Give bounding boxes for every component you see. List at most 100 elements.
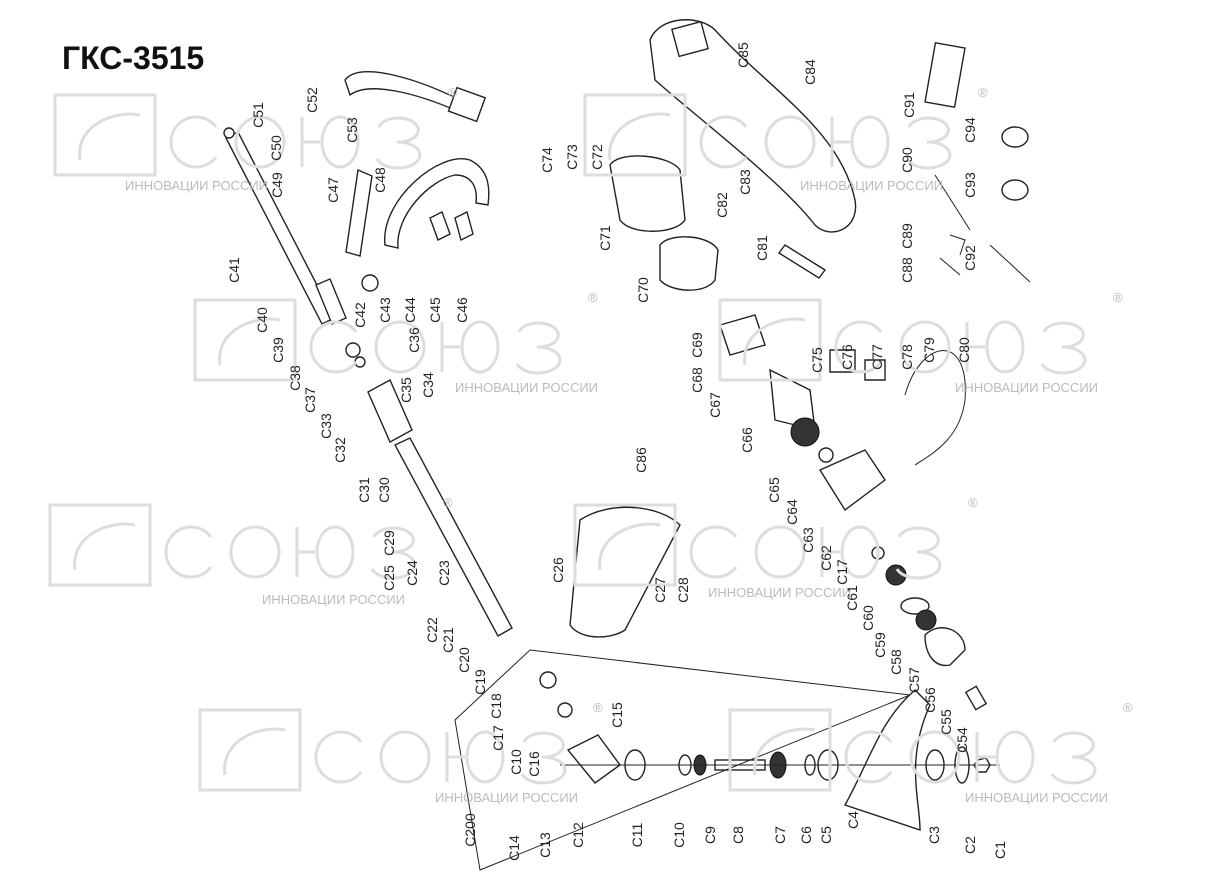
part-label-c48: C48 (372, 167, 388, 193)
part-label-c36: C36 (406, 327, 422, 353)
part-label-c30: C30 (376, 477, 392, 503)
part-label-c2: C2 (962, 836, 978, 854)
part-label-c62: C62 (818, 545, 834, 571)
part-label-c59: C59 (872, 632, 888, 658)
part-label-c46: C46 (454, 297, 470, 323)
part-label-c27: C27 (652, 577, 668, 603)
part-label-c54: C54 (954, 727, 970, 753)
part-label-c31: C31 (356, 477, 372, 503)
part-label-c17: C17 (834, 559, 850, 585)
part-label-c9: C9 (702, 826, 718, 844)
part-label-c61: C61 (844, 585, 860, 611)
part-label-c45: C45 (427, 297, 443, 323)
part-label-c53: C53 (344, 117, 360, 143)
part-label-c51: C51 (250, 102, 266, 128)
part-label-c28: C28 (675, 577, 691, 603)
part-label-c69: C69 (689, 332, 705, 358)
part-label-c67: C67 (707, 392, 723, 418)
part-label-c13: C13 (537, 832, 553, 858)
part-label-c52: C52 (304, 87, 320, 113)
part-label-c32: C32 (332, 437, 348, 463)
part-label-c29: C29 (381, 530, 397, 556)
part-label-c200: C200 (462, 813, 478, 847)
part-label-c58: C58 (888, 649, 904, 675)
part-label-c42: C42 (352, 302, 368, 328)
part-label-c10: C10 (508, 749, 524, 775)
belt (344, 71, 487, 123)
part-label-c37: C37 (302, 387, 318, 413)
part-label-c33: C33 (318, 413, 334, 439)
part-label-c78: C78 (899, 344, 915, 370)
part-label-c91: C91 (901, 92, 917, 118)
part-label-c73: C73 (564, 144, 580, 170)
part-label-c18: C18 (488, 693, 504, 719)
part-label-c44: C44 (402, 297, 418, 323)
part-label-c25: C25 (381, 565, 397, 591)
part-label-c10: C10 (671, 822, 687, 848)
part-label-c68: C68 (689, 367, 705, 393)
part-label-c5: C5 (818, 826, 834, 844)
part-label-c84: C84 (802, 59, 818, 85)
tool-kit (924, 42, 1031, 283)
part-label-c43: C43 (377, 297, 393, 323)
upper-shaft (223, 127, 347, 325)
part-label-c17: C17 (490, 725, 506, 751)
part-label-c83: C83 (737, 169, 753, 195)
part-label-c41: C41 (226, 257, 242, 283)
part-label-c49: C49 (269, 172, 285, 198)
part-label-c40: C40 (254, 307, 270, 333)
part-label-c86: C86 (633, 447, 649, 473)
part-label-c60: C60 (860, 605, 876, 631)
part-label-c57: C57 (906, 667, 922, 693)
part-label-c76: C76 (839, 344, 855, 370)
part-label-c12: C12 (570, 822, 586, 848)
part-label-c7: C7 (772, 826, 788, 844)
part-label-c80: C80 (956, 337, 972, 363)
part-label-c71: C71 (597, 225, 613, 251)
part-label-c35: C35 (398, 377, 414, 403)
part-label-c70: C70 (635, 277, 651, 303)
part-label-c4: C4 (845, 811, 861, 829)
part-label-c23: C23 (436, 560, 452, 586)
part-label-c47: C47 (325, 177, 341, 203)
part-label-c82: C82 (714, 192, 730, 218)
part-label-c6: C6 (798, 826, 814, 844)
part-labels: C1C2C3C4C5C6C7C8C9C10C11C12C13C14C15C16C… (226, 42, 1008, 861)
part-label-c93: C93 (962, 172, 978, 198)
part-label-c24: C24 (404, 560, 420, 586)
part-label-c22: C22 (424, 617, 440, 643)
part-label-c3: C3 (926, 826, 942, 844)
part-label-c39: C39 (270, 337, 286, 363)
part-label-c94: C94 (962, 117, 978, 143)
part-label-c11: C11 (629, 822, 645, 847)
part-label-c66: C66 (739, 427, 755, 453)
part-label-c79: C79 (921, 337, 937, 363)
part-label-c16: C16 (526, 751, 542, 777)
part-label-c90: C90 (899, 147, 915, 173)
part-label-c50: C50 (268, 135, 284, 161)
part-label-c75: C75 (809, 347, 825, 373)
handle (345, 158, 490, 292)
part-label-c38: C38 (287, 365, 303, 391)
part-label-c55: C55 (938, 709, 954, 735)
part-label-c92: C92 (962, 245, 978, 271)
model-title: ГКС-3515 (62, 40, 205, 76)
part-label-c15: C15 (609, 702, 625, 728)
part-label-c21: C21 (440, 627, 456, 653)
part-label-c34: C34 (420, 372, 436, 398)
part-label-c85: C85 (735, 42, 751, 68)
part-label-c56: C56 (922, 687, 938, 713)
part-label-c65: C65 (766, 477, 782, 503)
part-label-c26: C26 (550, 557, 566, 583)
part-label-c64: C64 (784, 499, 800, 525)
motor-housing (649, 19, 857, 233)
part-label-c8: C8 (730, 826, 746, 844)
part-label-c20: C20 (456, 647, 472, 673)
part-label-c88: C88 (899, 257, 915, 283)
gearbox-chain (871, 546, 988, 711)
part-label-c1: C1 (992, 841, 1008, 859)
part-label-c74: C74 (539, 147, 555, 173)
part-label-c89: C89 (899, 223, 915, 249)
